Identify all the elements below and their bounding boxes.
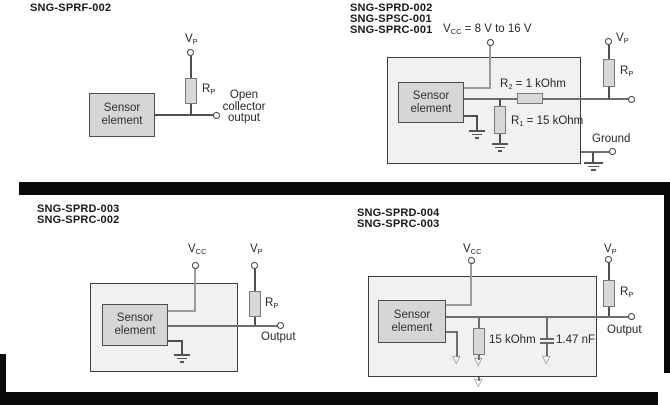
sensor-element-box: Sensor element xyxy=(378,300,446,343)
output-terminal xyxy=(277,322,284,329)
resistor-r2 xyxy=(517,93,543,104)
resistor-rp xyxy=(603,280,615,307)
resistor-rp xyxy=(249,291,261,317)
bottom-edge-bar xyxy=(0,392,658,405)
wire-rp-to-output xyxy=(608,307,610,317)
resistor-r1 xyxy=(494,106,506,134)
wire-vp-to-rp xyxy=(608,263,610,280)
separator-bar xyxy=(19,182,670,195)
wire-sensor-to-output xyxy=(155,114,214,116)
vp-terminal xyxy=(605,38,612,45)
vp-label: VP xyxy=(604,243,617,256)
r1-label: R1 = 15 kOhm xyxy=(511,115,584,128)
ground-arrow-icon: ▽ xyxy=(452,354,461,366)
vcc-label: VCC xyxy=(188,243,207,256)
circuit-outer-box xyxy=(368,276,597,377)
sensor-element-box: Sensor element xyxy=(398,82,464,123)
wire-sensor-ground-v xyxy=(456,331,458,357)
capacitor-icon xyxy=(540,342,554,344)
wire-vp-to-rp xyxy=(608,45,610,59)
capacitor-icon xyxy=(540,338,554,340)
r15k-label: 15 kOhm xyxy=(489,334,536,346)
wire-vcc-to-sensor xyxy=(168,310,196,312)
wire-cap-top xyxy=(546,317,548,338)
vp-label: VP xyxy=(185,33,198,46)
vcc-supply-label: VCC = 8 V to 16 V xyxy=(443,23,532,36)
ground-icon xyxy=(469,130,485,139)
wire-r15-bottom xyxy=(478,355,480,360)
vcc-terminal xyxy=(487,39,494,46)
rp-label: RP xyxy=(620,286,634,299)
output-label: Output xyxy=(261,331,296,343)
resistor-15k xyxy=(473,328,485,355)
wire-r15-top xyxy=(478,317,480,328)
cap-label: 1.47 nF xyxy=(556,334,595,346)
wire-sensor-ground-h xyxy=(464,115,477,117)
ground-arrow-icon: ▽ xyxy=(474,356,483,368)
ground-icon xyxy=(174,354,190,363)
sensor-element-box: Sensor element xyxy=(102,304,168,346)
circuit-title-sprd-004: SNG-SPRD-004 SNG-SPRC-003 xyxy=(357,207,440,230)
left-edge-bar xyxy=(0,354,6,405)
circuit-title-sprd-003: SNG-SPRD-003 SNG-SPRC-002 xyxy=(37,203,120,226)
wire-vcc-vertical xyxy=(470,264,472,306)
wire-vcc-to-sensor xyxy=(446,304,472,306)
wire-vcc-vertical xyxy=(194,269,196,312)
wire-rp-to-output xyxy=(190,104,192,115)
wire-r1-top xyxy=(499,99,501,106)
rp-label: RP xyxy=(202,83,216,96)
wire-vcc-vertical xyxy=(489,46,491,89)
wire-rp-to-output xyxy=(254,317,256,326)
ground-terminal xyxy=(609,148,616,155)
vp-terminal xyxy=(251,262,258,269)
ground-icon xyxy=(492,143,508,152)
vp-terminal xyxy=(187,49,194,56)
vcc-terminal xyxy=(192,262,199,269)
r2-label: R2 = 1 kOhm xyxy=(500,78,566,91)
output-terminal xyxy=(628,96,635,103)
resistor-rp xyxy=(603,59,615,87)
wire-cap-bottom xyxy=(546,344,548,356)
wire-output-line xyxy=(446,316,629,318)
wire-vcc-to-sensor xyxy=(464,87,491,89)
wire-r1-bottom xyxy=(499,134,501,143)
wire-output-line xyxy=(464,98,629,100)
circuit-title-sprd-002: SNG-SPRD-002 SNG-SPSC-001 SNG-SPRC-001 xyxy=(350,2,433,36)
output-terminal xyxy=(628,313,635,320)
wire-earth-v xyxy=(592,152,594,162)
vp-label: VP xyxy=(616,32,629,45)
wire-sensor-ground-h xyxy=(168,340,182,342)
wire-sensor-ground-h xyxy=(446,331,457,333)
vp-terminal xyxy=(605,256,612,263)
open-collector-terminal xyxy=(213,112,220,119)
wire-vp-to-rp xyxy=(254,269,256,291)
vp-label: VP xyxy=(250,243,263,256)
wire-vp-to-rp xyxy=(190,56,192,78)
output-label: Output xyxy=(607,324,642,336)
rp-label: RP xyxy=(620,65,634,78)
ground-label: Ground xyxy=(592,133,631,145)
wire-rp-to-output xyxy=(608,87,610,99)
wire-sensor-ground-v xyxy=(181,340,183,354)
vcc-label: VCC xyxy=(463,243,482,256)
wire-ground-line xyxy=(581,151,610,153)
wire-sensor-ground-v xyxy=(476,115,478,130)
right-edge-bar xyxy=(664,195,670,373)
sensor-element-box: Sensor element xyxy=(89,93,155,137)
circuit-title-sprf-002: SNG-SPRF-002 xyxy=(30,2,112,14)
wire-below-box xyxy=(478,377,480,381)
vcc-terminal xyxy=(468,257,475,264)
resistor-rp xyxy=(185,78,197,104)
ground-arrow-icon: ▽ xyxy=(542,354,551,366)
wire-output-line xyxy=(168,325,278,327)
ground-icon xyxy=(584,162,603,171)
rp-label: RP xyxy=(265,297,279,310)
ground-arrow-icon: ▽ xyxy=(474,377,483,389)
open-collector-caption: Open collector output xyxy=(222,89,266,124)
